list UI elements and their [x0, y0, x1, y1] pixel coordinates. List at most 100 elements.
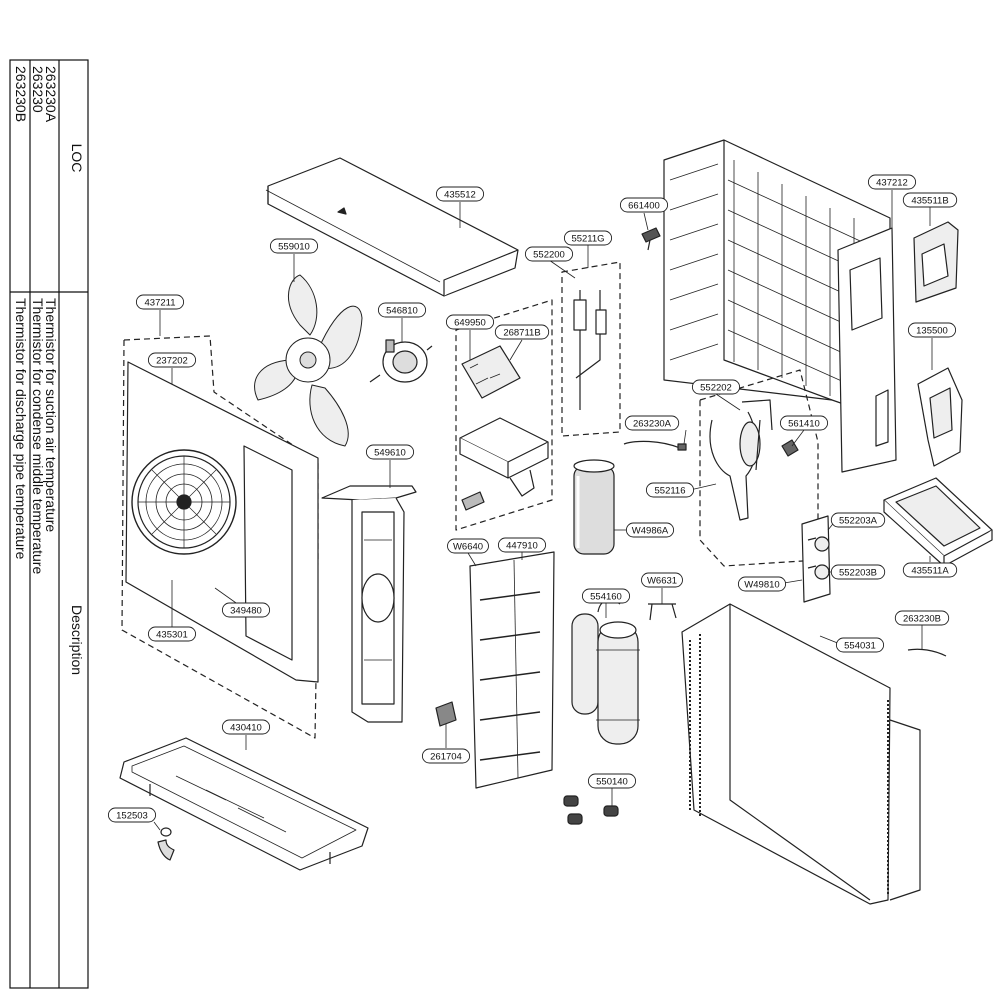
part-label-box: [830, 564, 886, 580]
drain-elbow-part: [157, 827, 175, 861]
part-label-box: [107, 807, 157, 823]
part-label-text: 559010: [278, 241, 310, 252]
part-label-text: 263230A: [633, 418, 672, 429]
part-label: 649950: [445, 314, 495, 330]
part-label-box: [435, 186, 485, 202]
thermistor-b-part: [907, 648, 947, 657]
rubber-feet-part: [563, 795, 619, 825]
part-label-box: [377, 302, 427, 318]
service-valve-part: [801, 515, 831, 603]
fan-blade-part: [254, 274, 363, 447]
part-label: 435512: [435, 186, 485, 202]
part-label-box: [902, 192, 958, 208]
part-label-text: W6631: [647, 575, 677, 586]
part-label-box: [779, 415, 829, 431]
legend-row-loc: 263230: [30, 66, 46, 113]
part-label-text: 552203A: [839, 515, 878, 526]
part-label: 349480: [221, 602, 271, 618]
part-label-text: 649950: [454, 317, 486, 328]
accumulator-insulation-part: [573, 459, 615, 555]
fan-motor-part: [369, 339, 433, 383]
handle-part: [913, 221, 959, 303]
partition-plate-part: [469, 551, 555, 789]
part-label: 552200: [524, 246, 574, 262]
part-label-box: [494, 324, 550, 340]
part-label-text: 261704: [430, 751, 462, 762]
part-label-text: 552116: [655, 485, 686, 496]
part-label: 152503: [107, 807, 157, 823]
part-label-box: [365, 444, 415, 460]
part-label: W49810: [737, 576, 787, 592]
part-label: 237202: [147, 352, 197, 368]
part-label: 435301: [147, 626, 197, 642]
motor-bracket-part: [321, 485, 417, 723]
part-label: 135500: [907, 322, 957, 338]
part-label-box: [624, 415, 680, 431]
part-label: 447910: [497, 537, 547, 553]
side-cover-part: [917, 367, 963, 467]
part-label-box: [524, 246, 574, 262]
part-label: 437211: [135, 294, 185, 310]
part-label-text: 435512: [444, 189, 476, 200]
legend-row-loc: 263230A: [43, 66, 59, 123]
part-label-box: [907, 322, 957, 338]
piping-assembly-part: [561, 261, 621, 437]
part-label-box: [147, 352, 197, 368]
part-label-box: [625, 522, 675, 538]
control-box-part: [455, 299, 553, 531]
compressor-part: [571, 599, 640, 745]
part-label-text: 561410: [788, 418, 820, 429]
valve-cover-part: [883, 477, 993, 567]
part-label-text: 437211: [145, 297, 176, 308]
part-label-box: [645, 482, 695, 498]
part-label: 430410: [221, 719, 271, 735]
part-label: 552116: [645, 482, 695, 498]
part-label-box: [641, 572, 683, 588]
part-label-text: 552200: [533, 249, 565, 260]
part-label: 55211G: [563, 230, 613, 246]
part-label: 552203B: [830, 564, 886, 580]
part-label-text: 152503: [116, 810, 148, 821]
part-label-box: [587, 773, 637, 789]
legend-header-loc: LOC: [69, 144, 85, 173]
part-label-text: 550140: [596, 776, 628, 787]
part-label-text: 430410: [230, 722, 262, 733]
part-label-box: [447, 538, 489, 554]
part-label: 550140: [587, 773, 637, 789]
part-label: 552202: [691, 379, 741, 395]
part-label: 437212: [867, 174, 917, 190]
legend-table: [9, 59, 89, 989]
part-label-text: 552203B: [839, 567, 877, 578]
part-label: 561410: [779, 415, 829, 431]
part-label: W6631: [641, 572, 683, 588]
legend-row-description: Thermistor for condense middle temperatu…: [30, 298, 46, 574]
part-label-text: 437212: [876, 177, 908, 188]
part-label-box: [691, 379, 741, 395]
part-label-box: [902, 562, 958, 578]
part-label: 661400: [619, 197, 669, 213]
sensor-holder-part: [435, 701, 457, 727]
part-label-box: [563, 230, 613, 246]
part-label: W4986A: [625, 522, 675, 538]
part-label-text: W6640: [453, 541, 483, 552]
part-label-text: 263230B: [903, 613, 941, 624]
part-label-text: 554160: [590, 591, 622, 602]
part-label-box: [619, 197, 669, 213]
part-label-text: 435511B: [911, 195, 948, 206]
compressor-bracket-part: [648, 603, 677, 621]
four-way-valve-part: [699, 369, 819, 567]
part-label-text: 552202: [700, 382, 732, 393]
part-label: 263230B: [894, 610, 950, 626]
part-label-text: 435511A: [911, 565, 949, 576]
part-label-box: [835, 637, 885, 653]
screw-part: [641, 227, 661, 251]
part-label-box: [737, 576, 787, 592]
part-label-text: 268711B: [503, 327, 540, 338]
part-label: 546810: [377, 302, 427, 318]
part-label-box: [445, 314, 495, 330]
part-label: 268711B: [494, 324, 550, 340]
part-label-box: [581, 588, 631, 604]
part-label-text: 237202: [156, 355, 188, 366]
base-pan-part: [119, 737, 369, 871]
part-label-text: W4986A: [632, 525, 669, 536]
